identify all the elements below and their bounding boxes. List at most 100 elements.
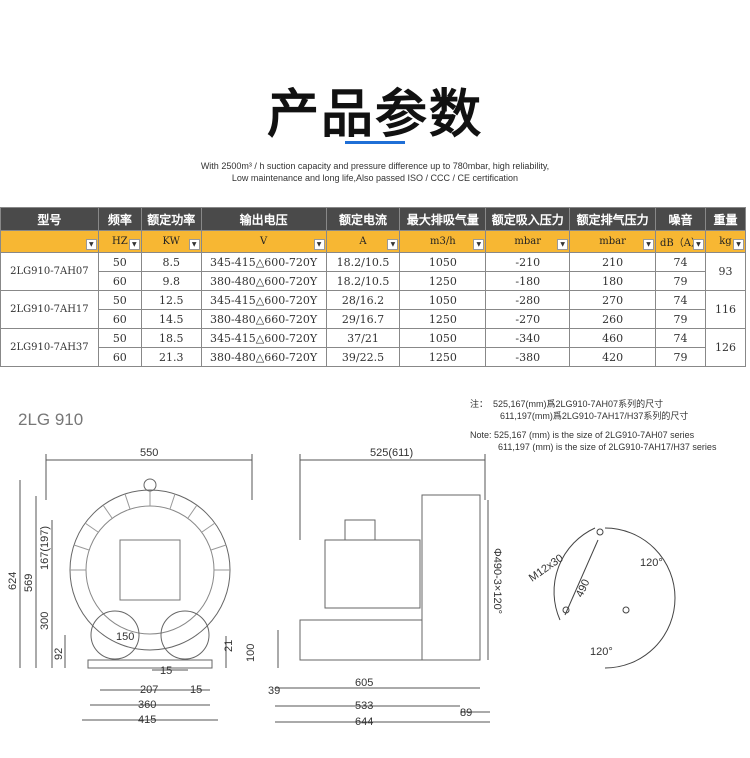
- dim-525: 525(611): [370, 447, 413, 459]
- table-row: 2LG910-7AH17 50 12.5 345-415△600-720Y 28…: [0, 290, 747, 329]
- noise-cell: 79: [655, 347, 706, 367]
- header-cell: 额定电流: [325, 207, 401, 231]
- filter-dropdown-icon[interactable]: ▼: [387, 239, 399, 250]
- kw-cell: 18.5: [140, 328, 202, 348]
- base-frame: [299, 619, 423, 661]
- filter-dropdown-icon[interactable]: ▼: [643, 239, 655, 250]
- table-row: 2LG910-7AH07 50 8.5 345-415△600-720Y 18.…: [0, 252, 747, 291]
- dim-39: 39: [268, 685, 280, 697]
- unit-cell: A▼: [325, 230, 401, 253]
- noise-cell: 74: [655, 328, 706, 348]
- spec-table: 型号 频率 额定功率 输出电压 额定电流 最大排吸气量 额定吸入压力 额定排气压…: [0, 207, 747, 367]
- unit-row: ▼ HZ▼ KW▼ V▼ A▼ m3/h▼ mbar▼ mbar▼ dB（A）▼…: [0, 230, 747, 253]
- dim-644: 644: [355, 716, 373, 728]
- flow-cell: 1050: [399, 328, 487, 348]
- exhaust-cell: 270: [569, 290, 657, 310]
- filter-dropdown-icon[interactable]: ▼: [313, 239, 325, 250]
- filter-dropdown-icon[interactable]: ▼: [188, 239, 200, 250]
- current-cell: 28/16.2: [325, 290, 401, 310]
- motor-fan-grille: [119, 539, 181, 601]
- terminal-box: [344, 519, 376, 541]
- unit-cell: mbar▼: [569, 230, 657, 253]
- blower-housing: [69, 489, 231, 651]
- filter-dropdown-icon[interactable]: ▼: [85, 239, 97, 250]
- unit-cell: KW▼: [140, 230, 202, 253]
- filter-dropdown-icon[interactable]: ▼: [692, 239, 704, 250]
- page-title: 产品参数: [266, 85, 483, 145]
- dim-360: 360: [138, 699, 156, 711]
- voltage-cell: 345-415△600-720Y: [200, 252, 327, 272]
- noise-cell: 79: [655, 309, 706, 329]
- unit-cell: mbar▼: [485, 230, 571, 253]
- dim-angle-1: 120°: [640, 557, 663, 569]
- header-cell: 型号: [0, 207, 99, 231]
- bolt-hole-icon: [596, 528, 604, 536]
- header-cell: 额定排气压力: [569, 207, 657, 231]
- dim-150: 150: [116, 631, 134, 643]
- weight-cell: 126: [704, 328, 747, 367]
- note-cn-1: 注： 525,167(mm)爲2LG910-7AH07系列的尺寸: [470, 399, 664, 409]
- header-cell: 重量: [704, 207, 747, 231]
- filter-dropdown-icon[interactable]: ▼: [473, 239, 485, 250]
- header-cell: 噪音: [655, 207, 706, 231]
- hz-cell: 60: [97, 309, 142, 329]
- exhaust-cell: 260: [569, 309, 657, 329]
- dim-15b: 15: [190, 684, 202, 696]
- model-cell: 2LG910-7AH07: [0, 252, 99, 291]
- dim-167: 167(197): [39, 526, 51, 570]
- filter-dropdown-icon[interactable]: ▼: [557, 239, 569, 250]
- unit-cell: ▼: [0, 230, 99, 253]
- current-cell: 29/16.7: [325, 309, 401, 329]
- noise-cell: 74: [655, 252, 706, 272]
- dim-550: 550: [140, 447, 158, 459]
- dim-92: 92: [53, 648, 65, 660]
- header-cell: 额定吸入压力: [485, 207, 571, 231]
- header-cell: 输出电压: [200, 207, 327, 231]
- series-label: 2LG 910: [18, 410, 84, 429]
- note-en-1: Note: 525,167 (mm) is the size of 2LG910…: [470, 430, 695, 440]
- kw-cell: 9.8: [140, 271, 202, 291]
- filter-dropdown-icon[interactable]: ▼: [733, 239, 744, 250]
- filter-dropdown-icon[interactable]: ▼: [128, 239, 140, 250]
- bolt-hole-icon: [622, 606, 630, 614]
- hz-cell: 60: [97, 347, 142, 367]
- kw-cell: 8.5: [140, 252, 202, 272]
- dim-207: 207: [140, 684, 158, 696]
- flow-cell: 1250: [399, 309, 487, 329]
- table-row: 60 14.5 380-480△660-720Y 29/16.7 1250 -2…: [1, 309, 746, 329]
- bolt-hole-icon: [562, 606, 570, 614]
- lifting-eye: [143, 478, 157, 492]
- exhaust-cell: 460: [569, 328, 657, 348]
- subtitle-line-2: Low maintenance and long life,Also passe…: [231, 173, 519, 183]
- header-cell: 额定功率: [140, 207, 202, 231]
- subtitle-line-1: With 2500m³ / h suction capacity and pre…: [200, 161, 550, 171]
- dim-533: 533: [355, 700, 373, 712]
- table-row: 2LG910-7AH37 50 18.5 345-415△600-720Y 37…: [0, 328, 747, 367]
- suction-cell: -340: [485, 328, 571, 348]
- dim-415: 415: [138, 714, 156, 726]
- hz-cell: 50: [97, 252, 142, 272]
- suction-cell: -180: [485, 271, 571, 291]
- noise-cell: 74: [655, 290, 706, 310]
- dim-300: 300: [39, 612, 51, 630]
- outlet-port: [160, 610, 210, 660]
- flow-cell: 1250: [399, 347, 487, 367]
- current-cell: 18.2/10.5: [325, 271, 401, 291]
- suction-cell: -270: [485, 309, 571, 329]
- dim-624: 624: [7, 572, 19, 590]
- dim-15a: 15: [160, 665, 172, 677]
- header-cell: 最大排吸气量: [399, 207, 487, 231]
- voltage-cell: 345-415△600-720Y: [200, 328, 327, 348]
- blower-side-housing: [421, 494, 481, 661]
- model-cell: 2LG910-7AH17: [0, 290, 99, 329]
- dim-21: 21: [223, 640, 235, 652]
- weight-cell: 93: [704, 252, 747, 291]
- voltage-cell: 380-480△600-720Y: [200, 271, 327, 291]
- suction-cell: -280: [485, 290, 571, 310]
- dim-bolt: M12x30: [527, 552, 566, 584]
- unit-cell: m3/h▼: [399, 230, 487, 253]
- inlet-port: [90, 610, 140, 660]
- exhaust-cell: 210: [569, 252, 657, 272]
- dim-angle-2: 120°: [590, 646, 613, 658]
- kw-cell: 12.5: [140, 290, 202, 310]
